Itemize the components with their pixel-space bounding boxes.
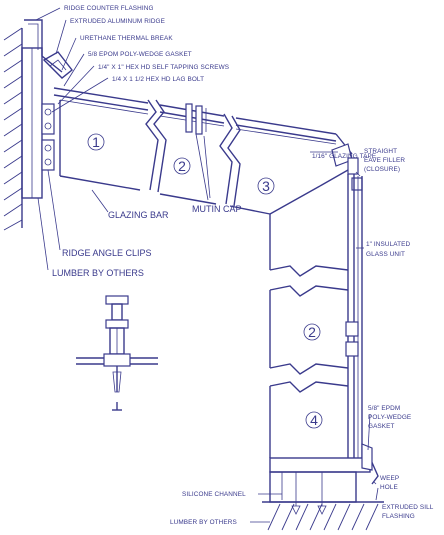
label-ridge-angle-clips: RIDGE ANGLE CLIPS (62, 248, 152, 258)
section-marker-1: 1 (87, 133, 105, 151)
vertical-wall-glazing (269, 174, 363, 458)
silicone-channel (269, 471, 357, 515)
label-glazing-tape: 1/16" GLAZING TAPE (312, 153, 376, 160)
label-sill-flashing-2: FLASHING (382, 513, 415, 520)
eave-filler-closure (331, 143, 363, 191)
ridge-angle-clips (41, 103, 55, 171)
label-sill-flashing-1: EXTRUDED SILL (382, 504, 434, 511)
label-weep-hole-2: HOLE (380, 484, 398, 491)
ridge-ledger (21, 47, 43, 199)
roof-glazing-panel (53, 87, 353, 215)
bottom-lumber (262, 501, 384, 531)
label-glazing-bar: GLAZING BAR (108, 210, 169, 220)
section-marker-4: 4 (305, 411, 323, 429)
label-hex-screws: 1/4" X 1" HEX HD SELF TAPPING SCREWS (98, 64, 229, 71)
label-insulated-glass-1: 1" INSULATED (366, 241, 410, 248)
svg-text:2: 2 (178, 158, 186, 174)
label-mutin-cap: MUTIN CAP (192, 204, 242, 214)
label-insulated-glass-2: GLASS UNIT (366, 251, 405, 258)
label-epdm-gasket-top: 5/8 EPOM POLY-WEDGE GASKET (88, 51, 192, 58)
label-urethane-thermal-break: URETHANE THERMAL BREAK (80, 35, 173, 42)
svg-text:3: 3 (262, 178, 270, 194)
ridge-counter-flashing (24, 19, 63, 73)
left-wall-lumber (3, 27, 23, 231)
mullion-profile-detail (76, 295, 158, 411)
label-silicone-channel: SILICONE CHANNEL (182, 491, 246, 498)
label-extruded-aluminum-ridge: EXTRUDED ALUMINUM RIDGE (70, 18, 165, 25)
leader-lines (35, 7, 379, 523)
section-marker-2-roof: 2 (173, 157, 191, 175)
section-marker-2-wall: 2 (303, 323, 321, 341)
label-eave-filler-2: EAVE FILLER (364, 157, 405, 164)
label-eave-filler-1: STRAIGHT (364, 148, 397, 155)
label-lumber-top: LUMBER BY OTHERS (52, 268, 144, 278)
label-eave-filler-3: (CLOSURE) (364, 166, 400, 173)
label-epdm-side-2: POLY-WEDGE (368, 414, 411, 421)
svg-text:4: 4 (310, 412, 318, 428)
extruded-sill-flashing (269, 443, 379, 485)
svg-text:1: 1 (92, 134, 100, 150)
label-epdm-side-1: 5/8" EPDM (368, 405, 400, 412)
label-epdm-side-3: GASKET (368, 423, 395, 430)
label-ridge-counter-flashing: RIDGE COUNTER FLASHING (64, 5, 154, 12)
label-lumber-bottom: LUMBER BY OTHERS (170, 519, 237, 526)
label-lag-bolt: 1/4 X 1 1/2 HEX HD LAG BOLT (112, 76, 204, 83)
label-weep-hole-1: WEEP (380, 475, 399, 482)
svg-text:2: 2 (308, 324, 316, 340)
section-marker-3: 3 (257, 177, 275, 195)
